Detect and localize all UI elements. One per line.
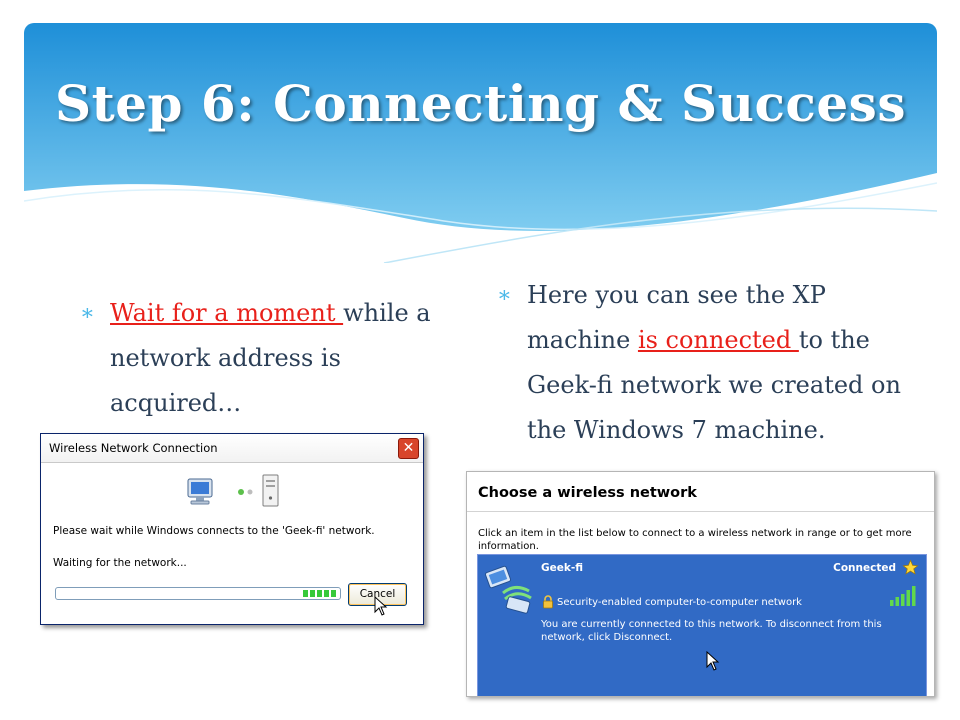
divider [467,511,934,512]
slide-title: Step 6: Connecting & Success [55,74,906,133]
wireless-connection-dialog: Wireless Network Connection ✕ [40,433,424,625]
signal-strength-icon [890,586,916,606]
server-icon [262,474,279,507]
connecting-dots-icon [238,489,253,495]
progress-fill [303,590,336,597]
highlight-text: Wait for a moment [110,299,344,327]
panel-description: Click an item in the list below to conne… [478,528,912,552]
network-name: Geek-fi [541,562,583,574]
bullet-text: to the Geek-fi network we created on the… [527,326,901,444]
bullet-right: ∗ Here you can see the XP machine is con… [497,273,907,453]
lock-icon [543,595,553,609]
bullet-star-icon: ∗ [80,301,95,326]
header-banner [24,23,937,263]
highlight-text: is connected [637,326,799,354]
connection-status: Connected [833,562,896,574]
network-list-item[interactable]: Geek-fi Connected Security-enabled compu… [477,554,927,696]
security-type: Security-enabled computer-to-computer ne… [557,597,802,608]
dialog-body: Please wait while Windows connects to th… [41,463,423,624]
progress-bar [55,587,341,600]
mouse-cursor-icon [374,596,388,616]
dialog-titlebar[interactable]: Wireless Network Connection ✕ [41,434,423,463]
panel-heading: Choose a wireless network [478,485,697,501]
banner-background [24,23,937,263]
choose-network-panel: Choose a wireless network Click an item … [466,471,935,697]
dialog-status: Waiting for the network... [53,557,187,569]
wireless-network-icon [485,565,532,614]
mouse-cursor-icon [706,651,720,671]
bullet-text: while a network address is acquired… [110,299,431,417]
bullet-star-icon: ∗ [497,283,512,308]
dialog-title: Wireless Network Connection [49,441,218,455]
star-icon [902,559,919,575]
bullet-left: ∗ Wait for a moment while a network addr… [80,291,470,426]
computer-icon [187,478,213,505]
network-info: You are currently connected to this netw… [541,619,882,643]
close-button[interactable]: ✕ [398,438,419,459]
bullet-text: Here you can see the XP machine [527,281,826,354]
dialog-message: Please wait while Windows connects to th… [53,525,375,537]
